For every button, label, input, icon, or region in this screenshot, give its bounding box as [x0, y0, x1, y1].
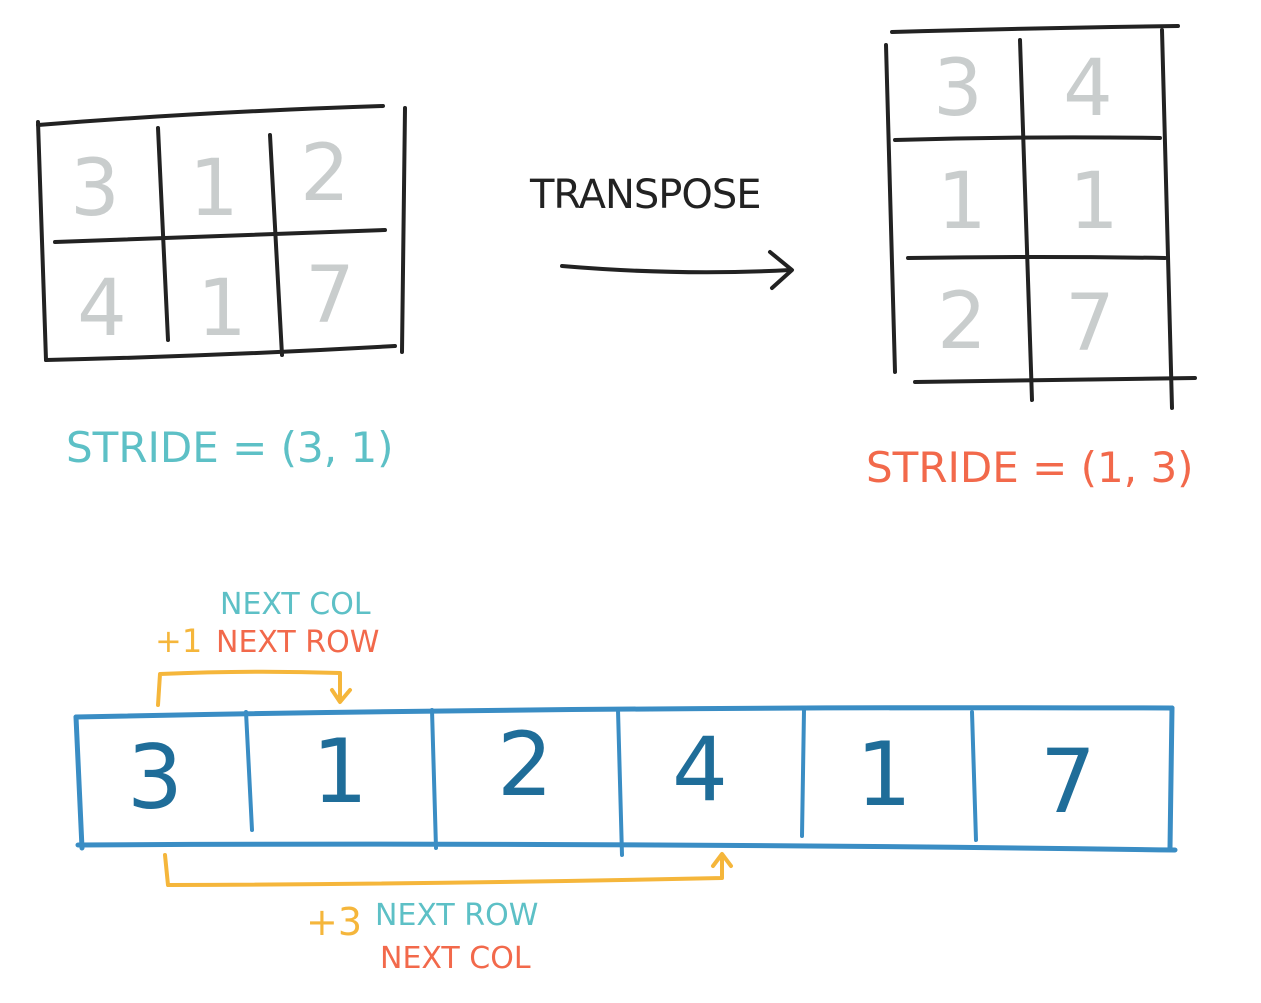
memory-cell: 4	[672, 718, 728, 821]
left-cell: 7	[305, 251, 355, 341]
top-step-label: +1	[155, 622, 202, 660]
bottom-teal-label: NEXT ROW	[375, 898, 538, 933]
memory-strip: 3 1 2 4 1 7	[73, 705, 1178, 857]
right-cell: 3	[933, 44, 983, 134]
transpose-label: TRANSPOSE	[529, 172, 761, 218]
right-cell: 4	[1063, 44, 1113, 134]
bottom-step-label: +3	[306, 900, 362, 944]
memory-cell: 1	[312, 720, 368, 823]
left-cell: 2	[300, 129, 350, 219]
right-cell: 7	[1065, 279, 1115, 369]
bottom-orange-label: NEXT COL	[380, 941, 531, 976]
memory-cell: 1	[856, 723, 912, 826]
left-cell: 1	[197, 264, 247, 354]
left-stride-label: STRIDE = (3, 1)	[66, 423, 394, 472]
left-matrix: 3 1 2 4 1 7	[36, 104, 407, 362]
left-cell: 1	[189, 144, 239, 234]
right-cell: 1	[1069, 157, 1119, 247]
bottom-bracket-arrow-icon	[163, 852, 733, 887]
top-orange-label: NEXT ROW	[216, 625, 379, 660]
right-cell: 1	[937, 157, 987, 247]
top-teal-label: NEXT COL	[220, 587, 371, 622]
memory-cell: 3	[127, 726, 183, 829]
left-cell: 3	[70, 144, 120, 234]
memory-cell: 2	[497, 713, 553, 816]
transpose-arrow-icon	[560, 250, 794, 290]
right-matrix: 3 4 1 1 2 7	[884, 24, 1197, 410]
top-bracket-arrow-icon	[156, 669, 352, 707]
left-cell: 4	[77, 264, 127, 354]
memory-cell: 7	[1040, 730, 1096, 833]
right-cell: 2	[937, 277, 987, 367]
right-stride-label: STRIDE = (1, 3)	[866, 443, 1194, 492]
